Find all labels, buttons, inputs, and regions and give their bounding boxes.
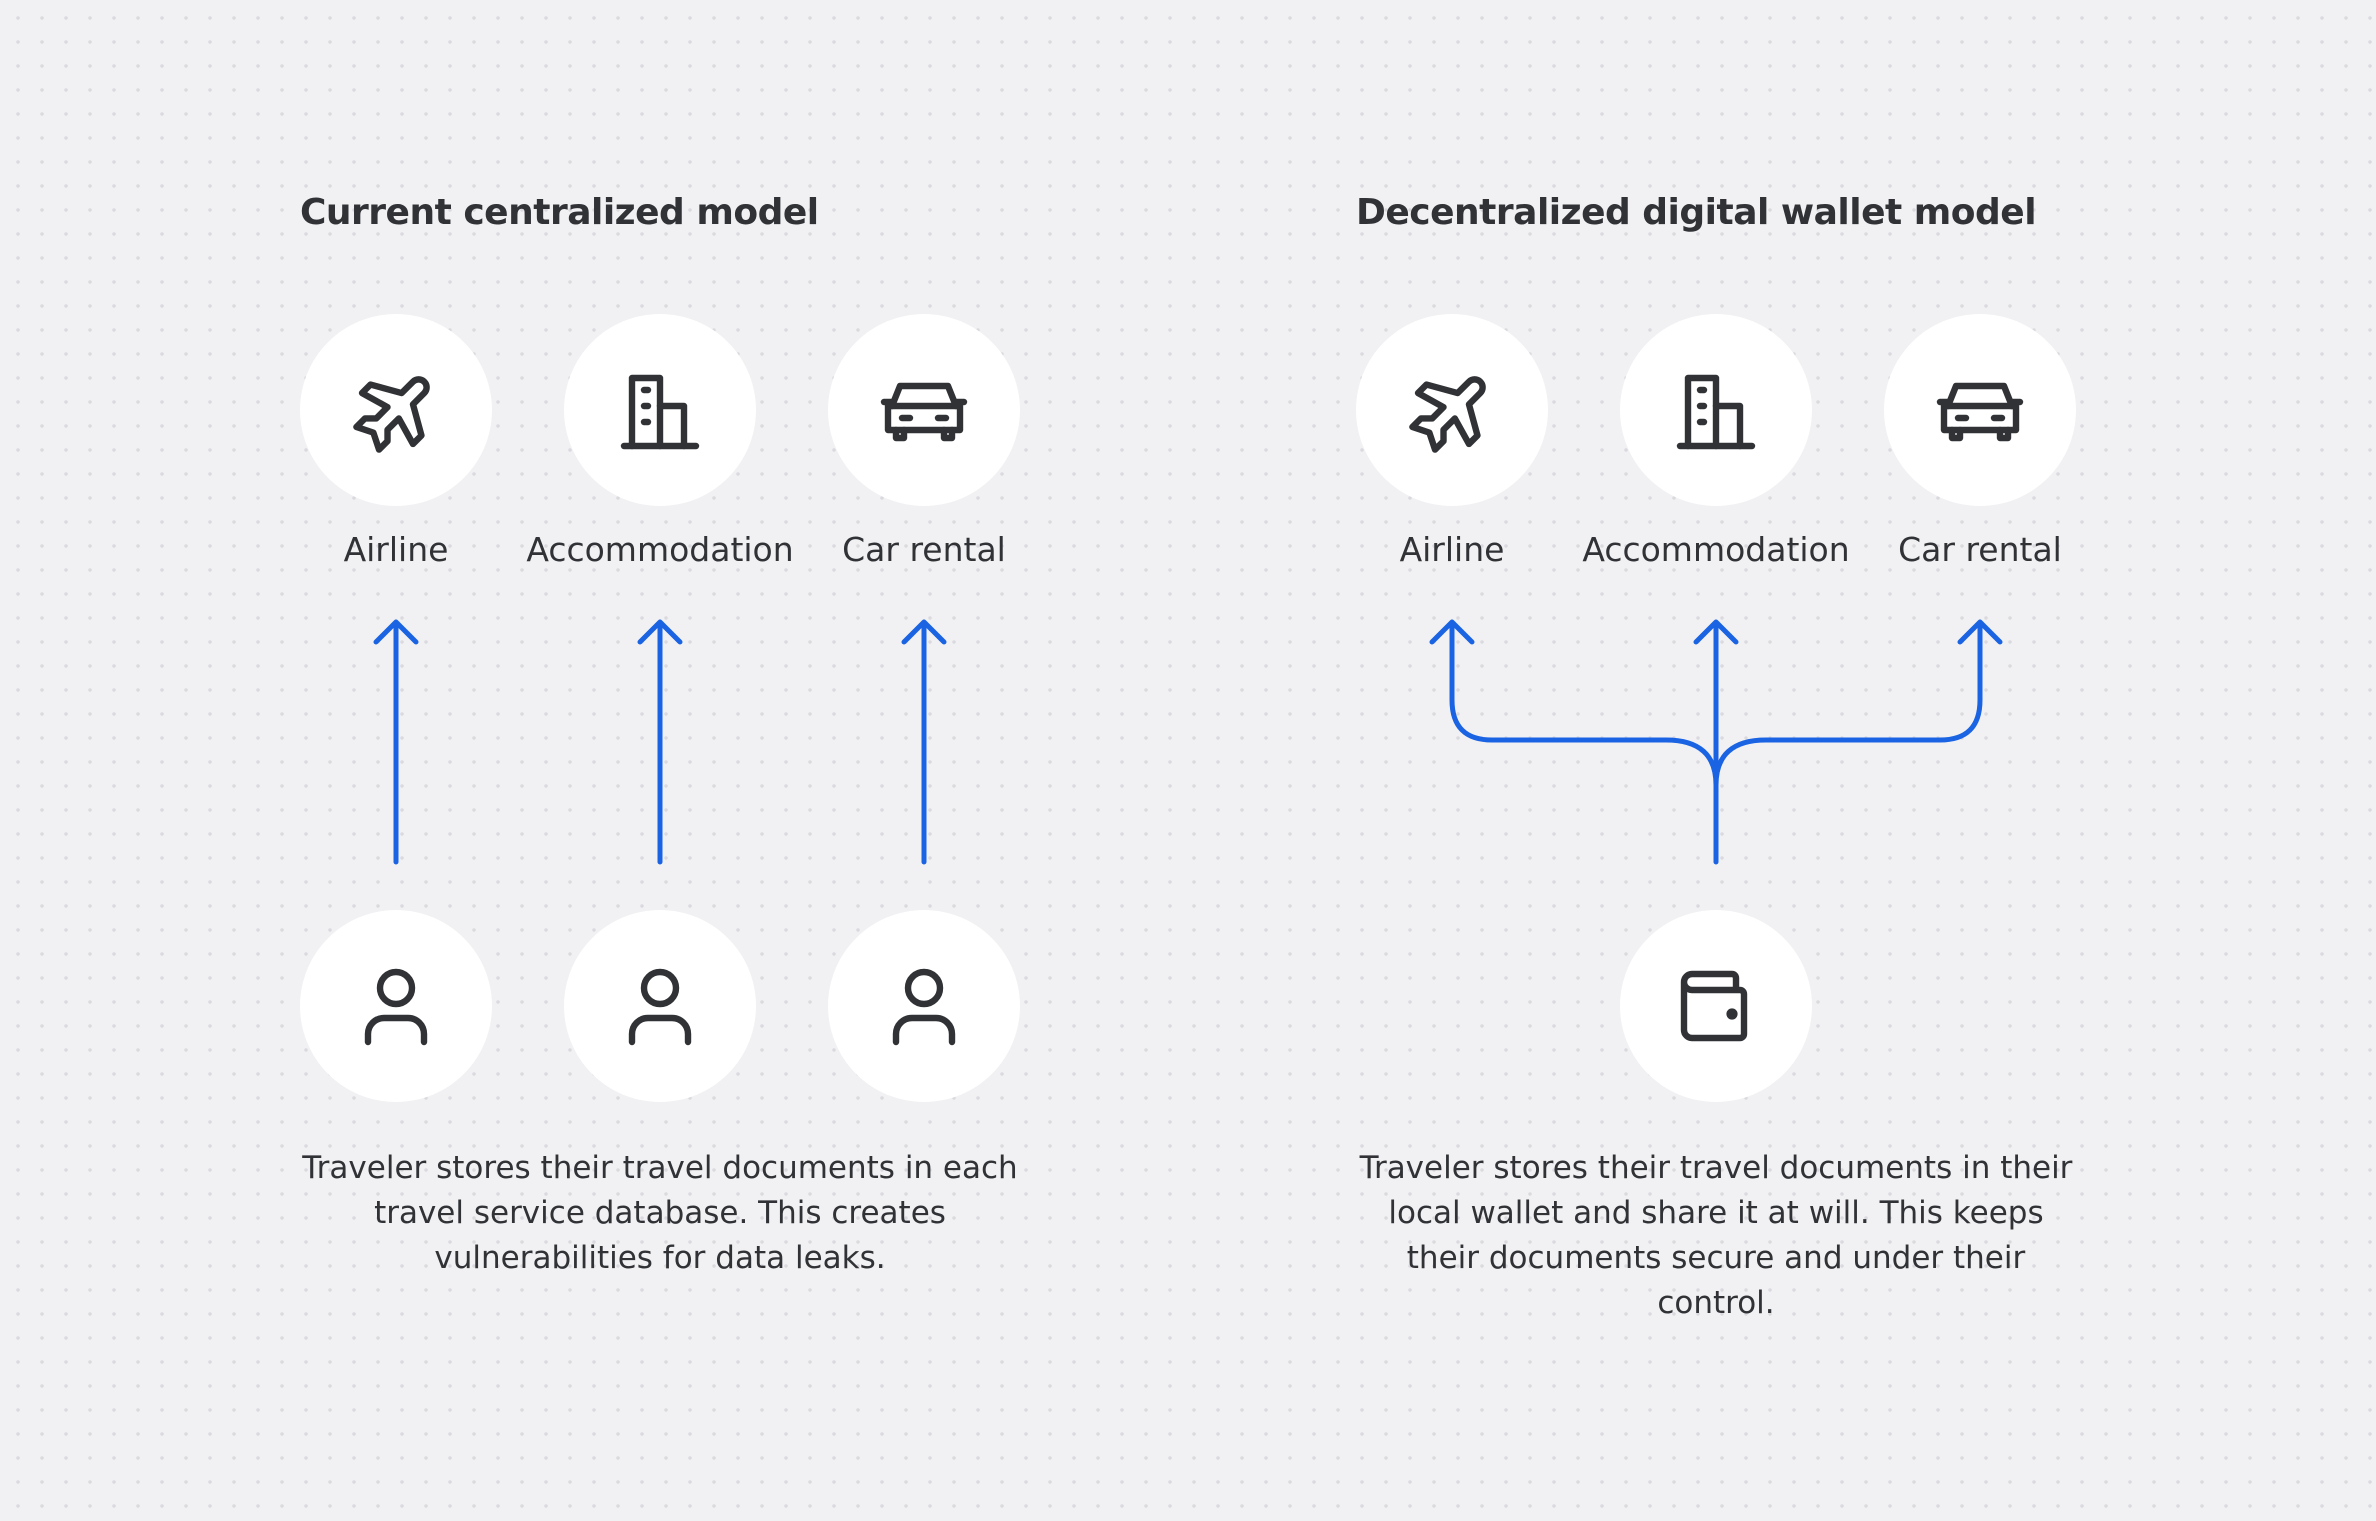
left-traveler-node-1 [300,910,492,1102]
left-accommodation-node [564,314,756,506]
airplane-icon [353,376,430,453]
arrow-to-car-rental [901,619,947,865]
user-icon [364,968,428,1046]
decentralized-description: Traveler stores their travel documents i… [1359,1150,2073,1321]
right-accommodation-node [1620,314,1812,506]
right-car-rental-label: Car rental [1898,530,2062,569]
left-traveler-node-2 [564,910,756,1102]
user-icon [892,968,956,1046]
wallet-stem [1693,619,1739,865]
left-accommodation-label: Accommodation [526,530,794,569]
left-traveler-node-3 [828,910,1020,1102]
centralized-model-title: Current centralized model [300,192,819,233]
left-car-rental-node [828,314,1020,506]
right-accommodation-label: Accommodation [1582,530,1850,569]
user-icon [628,968,692,1046]
branch-to-airline [1429,619,1719,793]
wallet-icon [1680,970,1748,1042]
right-car-rental-node [1884,314,2076,506]
airplane-icon [1409,376,1486,453]
car-icon [880,382,968,442]
left-airline-label: Airline [343,530,449,569]
building-icon [620,374,700,450]
car-icon [1936,382,2024,442]
left-airline-node [300,314,492,506]
wallet-node [1620,910,1812,1102]
building-icon [1676,374,1756,450]
right-arrows [1429,619,2003,865]
centralized-description: Traveler stores their travel documents i… [302,1150,1018,1276]
right-airline-label: Airline [1399,530,1505,569]
left-arrows [373,619,947,865]
branch-to-car-rental [1713,619,2003,793]
decentralized-model-title: Decentralized digital wallet model [1356,192,2037,233]
arrow-to-accommodation [637,619,683,865]
left-car-rental-label: Car rental [842,530,1006,569]
arrow-to-airline [373,619,419,865]
right-airline-node [1356,314,1548,506]
